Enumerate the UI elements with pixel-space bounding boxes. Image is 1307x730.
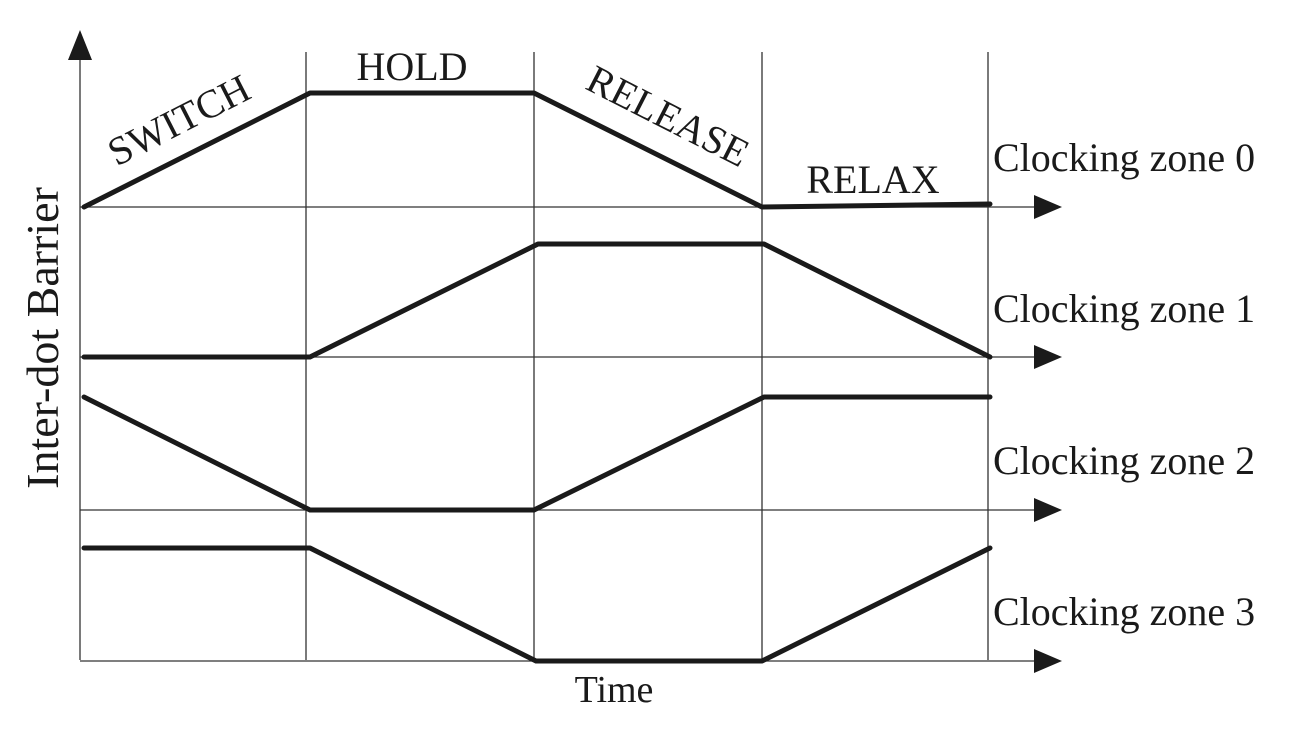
y-axis-label: Inter-dot Barrier (17, 187, 68, 489)
x-axis-label: Time (575, 669, 654, 711)
zone-label-2: Clocking zone 2 (993, 438, 1255, 483)
zone-baselines (80, 195, 1062, 673)
zone-1-waveform (81, 241, 993, 360)
zone-3-arrow-icon (1034, 649, 1062, 673)
zone-label-0: Clocking zone 0 (993, 135, 1255, 180)
phase-dividers (305, 52, 989, 660)
zone-label-3: Clocking zone 3 (993, 589, 1255, 634)
zone-2-waveform (81, 394, 993, 513)
y-axis-arrow-icon (68, 30, 92, 60)
phase-label-hold: HOLD (356, 44, 467, 89)
zone-0-waveform (81, 90, 993, 210)
zone-0-arrow-icon (1034, 195, 1062, 219)
zone-3-waveform (81, 545, 993, 664)
zone-2-arrow-icon (1034, 498, 1062, 522)
zone-1-arrow-icon (1034, 345, 1062, 369)
zone-label-1: Clocking zone 1 (993, 286, 1255, 331)
phase-label-relax: RELAX (806, 157, 939, 202)
